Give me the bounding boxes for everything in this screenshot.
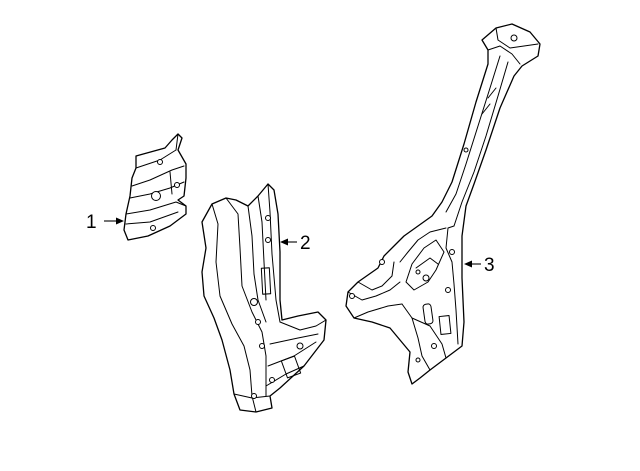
pillar-hole [349,293,355,299]
pillar-hole [445,287,451,293]
callout-1-label: 3 [484,255,495,276]
pillar-hole [296,342,304,350]
pillar-hole [259,343,265,349]
callout-3-arrowhead [116,217,124,225]
bracket-hole [174,182,180,188]
pillar-hole [422,274,430,282]
bracket-hole [151,191,161,201]
callout-1: 3 [464,255,495,276]
callout-3-label: 1 [86,212,97,233]
part-2-inner-pillar[interactable] [201,183,327,413]
bracket-hole [157,159,163,165]
pillar-hole [415,269,421,275]
callout-3: 1 [86,212,124,233]
pillar-hole [250,298,258,306]
pillar-hole [431,343,437,349]
bracket-hole [150,225,156,231]
callout-1-arrowhead [464,260,472,268]
pillar-hole [463,147,469,153]
pillar-hole [265,215,271,221]
callout-2: 2 [280,233,311,254]
part-3-bracket[interactable] [123,133,187,241]
pillar-hole [415,357,421,363]
pillar-hole [251,393,257,399]
pillar-hole [510,34,518,42]
pillar-hole [255,319,261,325]
pillar-hole [449,249,455,255]
pillar-hole [265,237,271,243]
pillar-hole [379,259,385,265]
callout-2-arrowhead [280,238,288,246]
part-1-hinge-pillar[interactable] [345,23,541,385]
callout-2-label: 2 [300,233,311,254]
pillar-hole [269,377,275,383]
